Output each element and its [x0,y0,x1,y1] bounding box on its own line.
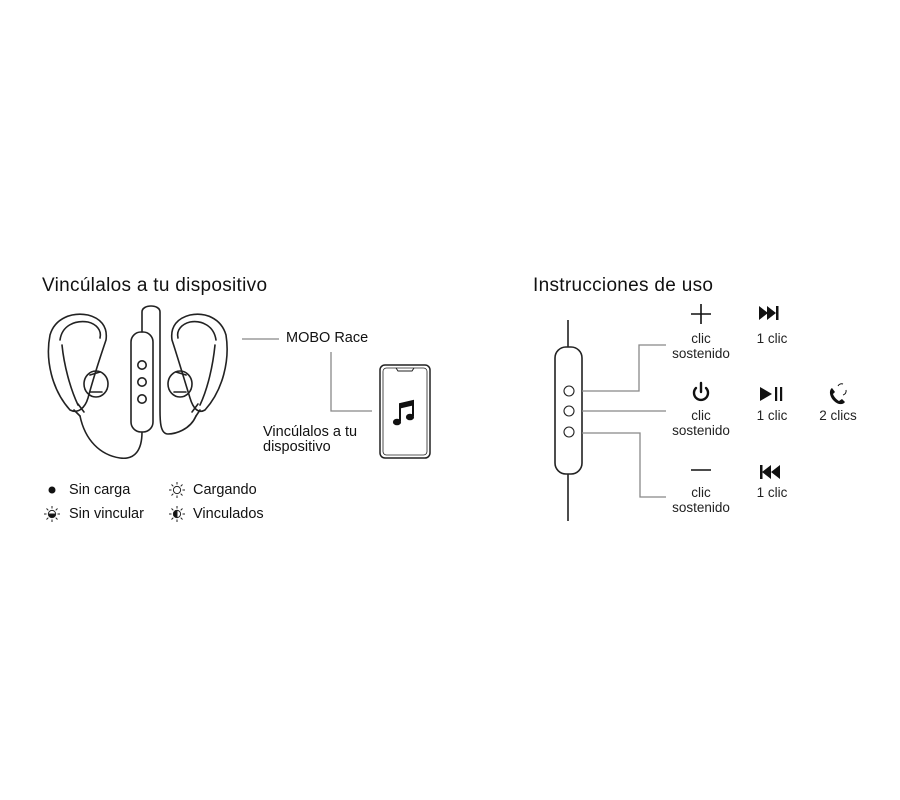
remote-button-power [137,376,148,387]
remote-button-plus [137,359,148,370]
hold-label-line-2: sostenido [672,500,730,515]
legend-label-cargando: Cargando [193,482,257,498]
remote-control [130,331,154,433]
instructions-section-title: Instrucciones de uso [533,275,714,296]
pairing-instruction-label: Vincúlalos a tu dispositivo [263,425,357,455]
pairing-label-line-1: Vincúlalos a tu [263,424,358,440]
remote-control-large [554,346,583,475]
call-icon [829,383,847,405]
previous-track-label: 1 clic [756,485,788,500]
next-track-label: 1 clic [756,331,788,346]
smartphone-icon [379,364,431,459]
remote-button-minus [137,393,148,404]
earphones-illustration [47,305,228,459]
remote-button-plus-large [563,385,575,397]
light-outline-icon [169,482,185,498]
hold-label-line-1: clic [691,485,711,500]
play-pause-label: 1 clic [756,408,788,423]
plus-leader-line [582,344,666,392]
hold-label-line-2: sostenido [672,423,730,438]
power-icon [692,381,710,402]
remote-button-minus-large [563,426,575,438]
legend-label-sin-carga: Sin carga [69,482,131,498]
minus-hold-label: clic sostenido [672,485,730,515]
minus-leader-line [582,432,666,498]
hold-label-line-1: clic [691,408,711,423]
plus-hold-label: clic sostenido [672,331,730,361]
pairing-label-line-2: dispositivo [263,439,331,455]
product-name-label: MOBO Race [286,330,369,346]
pair-leader-line [330,352,372,412]
call-label: 2 clics [819,408,857,423]
music-note-icon [392,399,415,426]
plus-icon [691,304,711,324]
play-pause-icon [760,387,783,401]
remote-button-power-large [563,405,575,417]
next-track-icon [759,306,779,320]
hold-label-line-2: sostenido [672,346,730,361]
hold-label-line-1: clic [691,331,711,346]
light-left-half-icon [169,506,185,522]
dot-icon [48,486,56,494]
power-hold-label: clic sostenido [672,408,730,438]
previous-track-icon [760,465,780,479]
legend-label-vinculados: Vinculados [193,506,264,522]
remote-diagram [554,320,583,521]
pairing-section-title: Vincúlalos a tu dispositivo [42,275,268,296]
legend-label-sin-vincular: Sin vincular [69,506,144,522]
light-half-icon [44,506,60,522]
